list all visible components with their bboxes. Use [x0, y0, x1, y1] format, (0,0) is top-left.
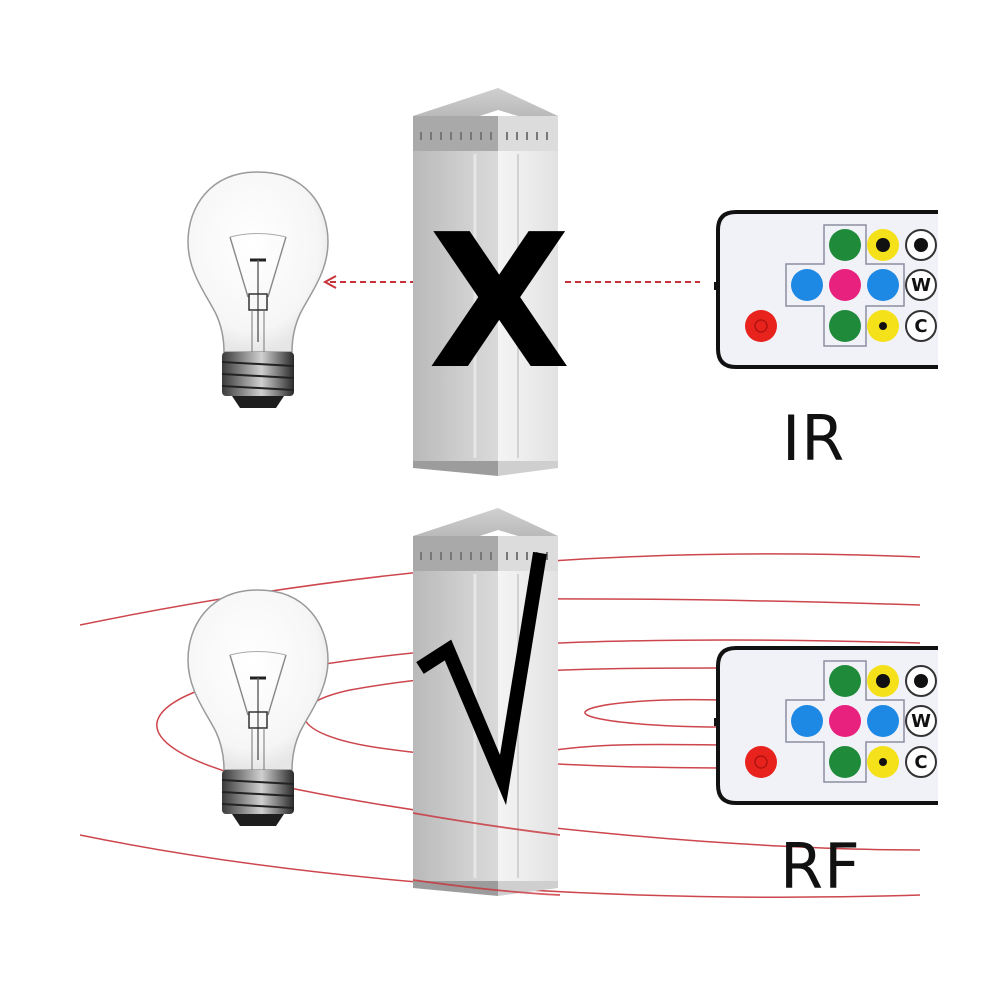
rf-bulb — [186, 588, 330, 828]
ir-label: IR — [782, 402, 846, 475]
ir-blocked-x-icon: X — [428, 194, 571, 410]
ir-signal-arrow — [322, 275, 700, 289]
rf-waves-over-pillar — [412, 812, 561, 896]
ir-bulb — [186, 170, 330, 410]
ir-remote-w-button: W — [911, 275, 931, 296]
rf-remote-w-button: W — [911, 711, 931, 732]
rf-remote-c-button: C — [914, 752, 927, 773]
ir-remote-c-button: C — [914, 316, 927, 337]
rf-check-mark-icon — [416, 551, 547, 806]
rf-label: RF — [780, 830, 861, 903]
